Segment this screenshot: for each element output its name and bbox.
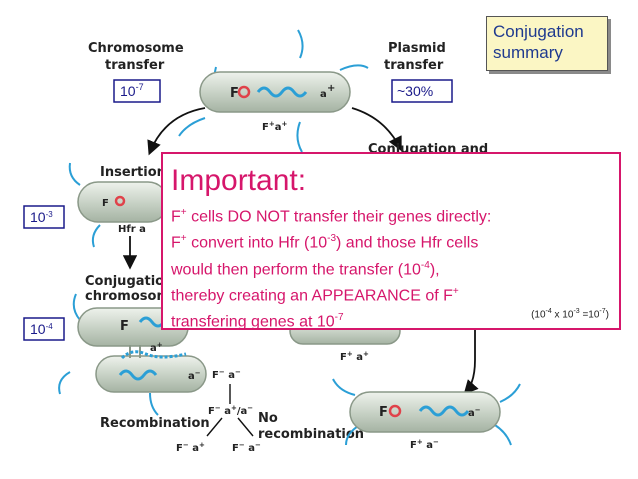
recombinant-genotype: F− a+ bbox=[176, 441, 205, 454]
no-recombination-label-2: recombination bbox=[258, 427, 364, 442]
recombination-label: Recombination bbox=[100, 416, 210, 431]
chromosome-rate: 10-7 bbox=[120, 82, 144, 99]
no-recombination-label-1: No bbox=[258, 411, 278, 426]
insertion-rate-box bbox=[23, 205, 65, 229]
bottom-right-a-label: a− bbox=[468, 406, 481, 419]
important-formula: (10-4 x 10-3 =10-7) bbox=[531, 307, 609, 320]
top-a-label: a bbox=[320, 89, 327, 100]
bottom-right-cell: F a− F+ a− bbox=[332, 378, 521, 451]
important-callout: Important: F+ cells DO NOT transfer thei… bbox=[161, 152, 621, 331]
conjugation-chromosome-label-1: Conjugation bbox=[85, 274, 173, 289]
insertion-label: Insertion bbox=[100, 165, 166, 180]
chromosome-icon bbox=[256, 86, 308, 98]
plasmid-rate-box bbox=[391, 79, 453, 103]
chromosome-rate-box bbox=[113, 79, 161, 103]
middle-right-below-label: F+ a+ bbox=[340, 350, 369, 363]
plasmid-transfer-label-1: Plasmid bbox=[388, 41, 446, 56]
bottom-right-below-label: F+ a− bbox=[410, 438, 439, 451]
chromosome-transfer-label-1: Chromosome bbox=[88, 41, 184, 56]
hfr-label: Hfr a bbox=[118, 224, 146, 235]
arrow-to-plasmid-conjugation bbox=[351, 107, 402, 152]
top-f-plus-cell: F a + F+a+ bbox=[178, 29, 369, 153]
chromosome-transfer-label-2: transfer bbox=[105, 58, 165, 73]
arrow-to-insertion bbox=[147, 107, 206, 156]
plasmid-transfer-label-2: transfer bbox=[384, 58, 444, 73]
mixed-genotype-label: F− a+/a− bbox=[208, 404, 253, 417]
plasmid-a-plus-label: a+ bbox=[150, 341, 163, 354]
nonrecombinant-genotype: F− a− bbox=[232, 441, 261, 454]
bottom-right-f-label: F bbox=[379, 405, 388, 420]
summary-line-1: Conjugation bbox=[493, 22, 584, 41]
conjugation-rate: 10-4 bbox=[30, 321, 53, 337]
insertion-f-label: F bbox=[102, 198, 109, 209]
top-below-label: F+a+ bbox=[262, 120, 287, 133]
conjugation-chromosome-label-2: chromosom bbox=[85, 289, 170, 304]
bottom-left-a-minus-label: a− bbox=[188, 369, 201, 382]
important-title: Important: bbox=[171, 164, 307, 197]
bottom-left-f-label: F bbox=[120, 319, 129, 334]
important-line-1: F+ cells DO NOT transfer their genes dir… bbox=[171, 207, 492, 226]
svg-text:+: + bbox=[327, 83, 335, 94]
important-line-2: F+ convert into Hfr (10-3) and those Hfr… bbox=[171, 233, 479, 252]
f-plasmid-icon bbox=[237, 85, 251, 99]
plasmid-rate: ~30% bbox=[397, 83, 433, 99]
bottom-left-fa-label: F− a− bbox=[212, 368, 241, 381]
summary-line-2: summary bbox=[493, 43, 563, 62]
conjugation-rate-box bbox=[23, 317, 65, 341]
important-line-5: transfering genes at 10-7 bbox=[171, 312, 344, 331]
hfr-cell: F Insertion Hfr a bbox=[68, 162, 169, 248]
important-line-4: thereby creating an APPEARANCE of F+ bbox=[171, 285, 459, 305]
arrow-to-bottom-right bbox=[463, 310, 479, 395]
insertion-rate: 10-3 bbox=[30, 209, 53, 225]
conjugation-summary-box: Conjugation summary bbox=[486, 16, 608, 71]
important-line-3: would then perform the transfer (10-4), bbox=[171, 259, 440, 278]
top-f-label: F bbox=[230, 86, 239, 101]
bottom-left-conjugating-cells: F a+ a− F− a− bbox=[58, 293, 241, 416]
